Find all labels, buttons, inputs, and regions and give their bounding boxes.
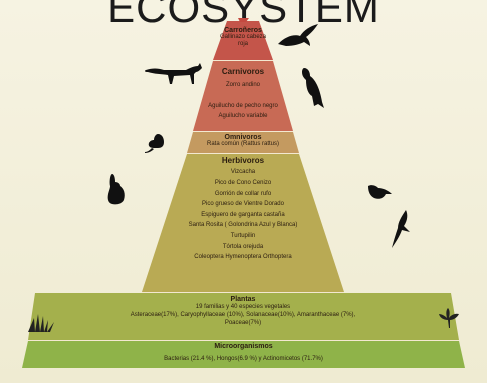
level-carroneros-item: Gallinazo cabeza (219, 34, 267, 41)
level-carroneros-band (213, 21, 273, 60)
rat-icon (145, 134, 164, 153)
level-carroneros-title: Carroñeros (224, 27, 262, 34)
level-herbivoros-band (142, 154, 344, 292)
level-carnivoros-item: Zorro andino (225, 82, 261, 89)
level-herbivoros-item: Gorrión de collar rufo (214, 190, 272, 197)
rabbit-icon (107, 174, 125, 205)
level-plantas-item: Poaceae(7%) (224, 320, 262, 327)
level-herbivoros-item: Coleoptera Hymenoptera Orthoptera (194, 254, 292, 261)
level-plantas-band (28, 293, 459, 340)
level-carnivoros-item: Aguilucho de pecho negro (208, 102, 278, 109)
grass-icon (28, 314, 54, 332)
fox-icon (144, 63, 202, 84)
level-microorganismos-title: Microorganismos (214, 343, 273, 350)
level-herbivoros-item: Pico grueso de Vientre Dorado (202, 201, 284, 208)
level-carnivoros-band (193, 61, 293, 131)
level-carroneros-item: roja (237, 40, 248, 47)
level-omnivoros-item: Rata común (Rattus rattus) (206, 141, 280, 148)
level-omnivoros-band (187, 132, 299, 153)
level-herbivoros-item: Vizcacha (230, 169, 256, 176)
level-plantas-item: Asteraceae(17%), Caryophyllaceae (10%), … (130, 312, 356, 319)
level-plantas: Plantas 19 familias y 40 especies vegeta… (40, 296, 446, 327)
level-microorganismos: Microorganismos Bacterias (21.4 %), Hong… (30, 343, 457, 363)
level-herbivoros-item: Espiguero de garganta castaña (201, 211, 285, 218)
level-microorganismos-item: Bacterias (21.4 %), Hongos(6.9 %) y Acti… (164, 356, 323, 363)
level-carnivoros-item: Aguilucho variable (218, 112, 268, 119)
level-herbivoros-item: Tórtola orejuda (222, 243, 264, 250)
level-herbivoros-item: Pico de Cono Cenizo (214, 179, 272, 186)
level-herbivoros-item: Turtupilin (230, 232, 256, 239)
level-omnivoros-title: Omnivoros (224, 134, 262, 141)
eagle-icon (302, 68, 324, 108)
level-carnivoros-title: Carnivoros (221, 67, 265, 76)
songbird-icon (368, 185, 392, 199)
level-microorganismos-band (22, 341, 465, 368)
swallow-icon (392, 210, 410, 248)
level-herbivoros-item: Santa Rosita ( Golondrina Azul y Blanca) (188, 222, 298, 229)
level-herbivoros-title: Herbivoros (221, 156, 265, 165)
shrub-icon (439, 308, 459, 328)
level-plantas-item: 19 familias y 40 especies vegetales (195, 304, 291, 311)
level-plantas-title: Plantas (230, 296, 256, 303)
level-herbivoros: Herbivoros Vizcacha Pico de Cono Cenizo … (150, 156, 336, 263)
level-carnivoros: Carnivoros Zorro andino Aguilucho de pec… (193, 67, 293, 119)
level-omnivoros: Omnivoros Rata común (Rattus rattus) (187, 134, 299, 148)
level-carroneros: Carroñeros Gallinazo cabeza roja (207, 27, 279, 47)
condor-icon (278, 24, 318, 46)
